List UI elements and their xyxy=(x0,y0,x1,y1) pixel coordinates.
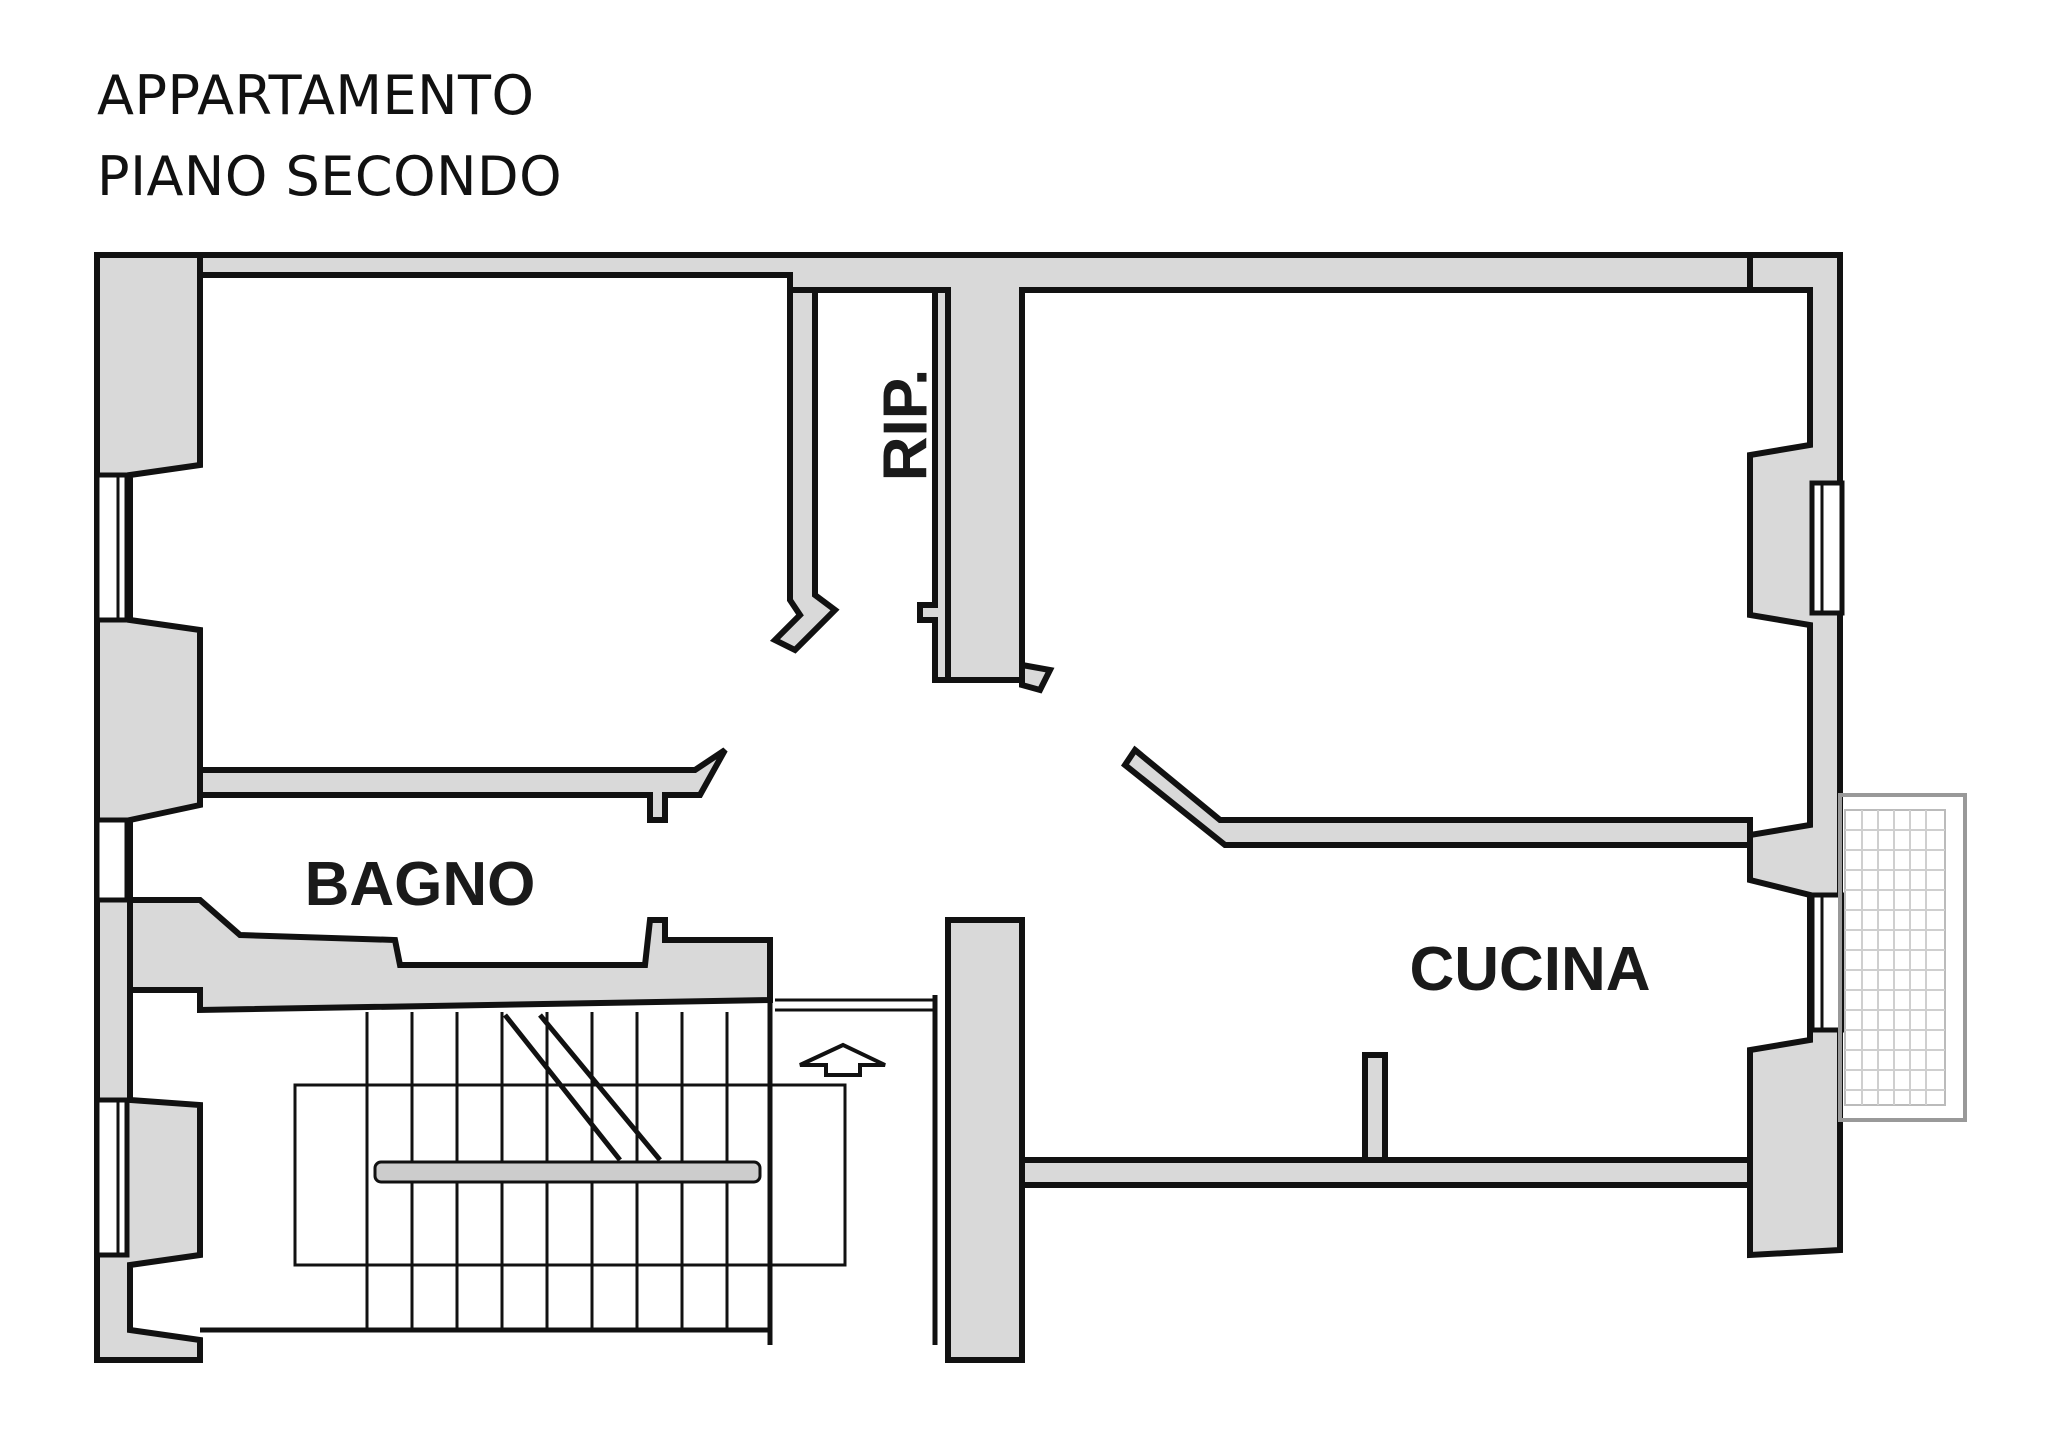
wall-bedroom-bottom xyxy=(197,747,728,823)
up-arrow-icon xyxy=(799,1042,886,1077)
window-left-3 xyxy=(94,1097,130,1258)
wall-bottom-right xyxy=(1019,1157,1753,1188)
plan-title-line-2: PIANO SECONDO xyxy=(97,145,563,208)
room-label-rip: RIP. xyxy=(871,369,940,482)
room-label-bagno: BAGNO xyxy=(305,850,536,919)
window-right-1 xyxy=(1809,480,1845,616)
window-left-1 xyxy=(94,472,130,623)
wall-center-lower xyxy=(945,917,1025,1363)
outer-wall-right xyxy=(1747,252,1843,1259)
wall-rip-right xyxy=(917,287,951,683)
window-right-2 xyxy=(1809,892,1845,1033)
wall-rip-left xyxy=(769,287,840,654)
plan-title-line-1: APPARTAMENTO xyxy=(97,64,535,127)
outer-wall-top xyxy=(94,252,1843,683)
wall-kitchen-partition xyxy=(1362,1052,1388,1163)
staircase xyxy=(200,995,938,1345)
wall-center-door-jamb xyxy=(1019,661,1055,694)
plan-title: APPARTAMENTO PIANO SECONDO xyxy=(97,55,562,217)
wall-bathroom-bottom xyxy=(127,897,773,1014)
wall-kitchen-top xyxy=(1120,745,1753,848)
window-left-2 xyxy=(94,817,130,903)
room-label-cucina: CUCINA xyxy=(1409,935,1650,1004)
balcony xyxy=(1838,793,1967,1122)
